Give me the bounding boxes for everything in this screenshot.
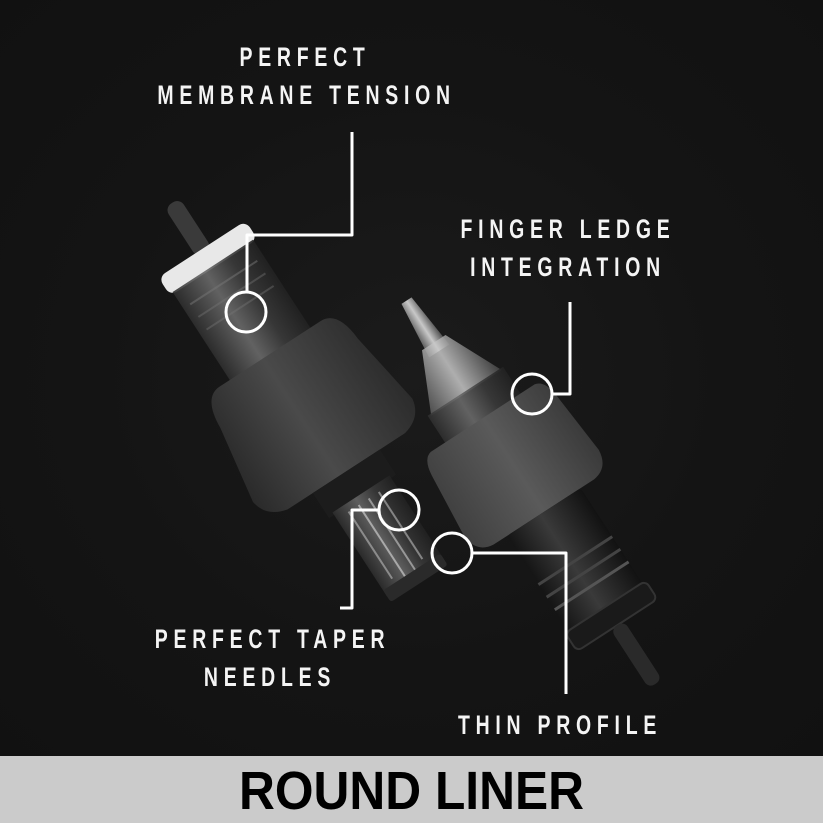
callout-taper-pointer <box>340 488 421 610</box>
product-banner: ROUND LINER <box>0 756 823 823</box>
callout-finger-ledge-line2: INTEGRATION <box>470 252 666 282</box>
callout-taper-line2: NEEDLES <box>203 662 337 692</box>
callout-membrane-label: PERFECT MEMBRANE TENSION <box>157 38 452 114</box>
callout-membrane-line1: PERFECT <box>239 42 371 72</box>
product-title: ROUND LINER <box>238 761 584 821</box>
left-cartridge <box>161 201 447 602</box>
callout-membrane-line2: MEMBRANE TENSION <box>157 80 456 110</box>
cartridge-illustration <box>161 132 660 694</box>
product-stage: PERFECT MEMBRANE TENSION FINGER LEDGE IN… <box>0 0 823 756</box>
callout-taper-label: PERFECT TAPER NEEDLES <box>155 620 385 696</box>
callout-finger-ledge-pointer <box>510 302 572 416</box>
callout-finger-ledge-label: FINGER LEDGE INTEGRATION <box>460 210 676 286</box>
callout-thin-profile-line1: THIN PROFILE <box>457 710 663 740</box>
callout-thin-profile-label: THIN PROFILE <box>452 706 668 744</box>
callout-finger-ledge-line1: FINGER LEDGE <box>460 214 676 244</box>
callout-membrane-pointer <box>224 132 354 334</box>
callout-thin-profile-pointer <box>430 531 568 694</box>
callout-taper-line1: PERFECT TAPER <box>154 624 391 654</box>
right-cartridge <box>401 297 660 686</box>
